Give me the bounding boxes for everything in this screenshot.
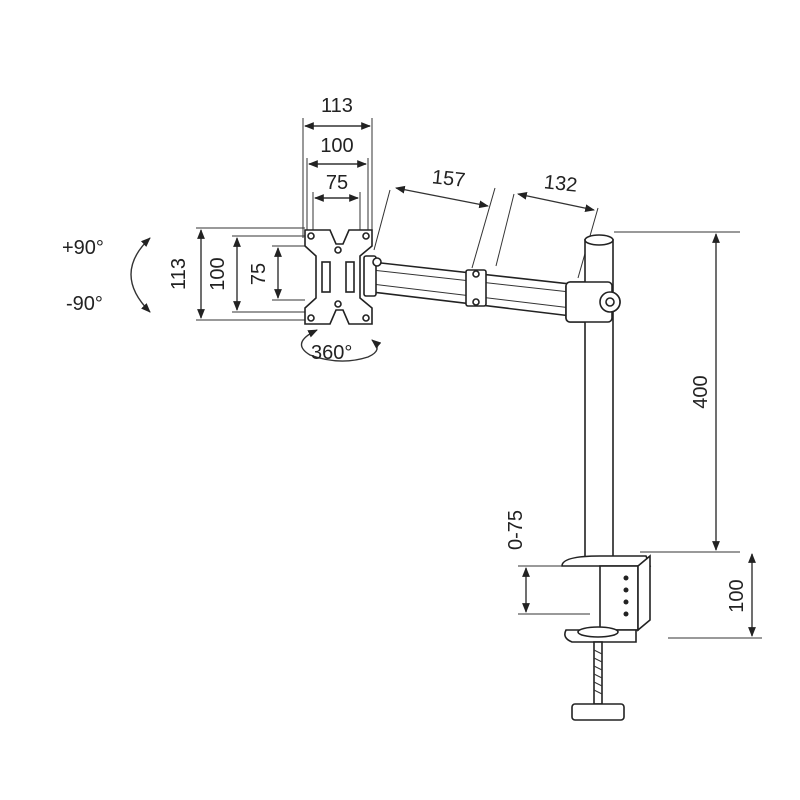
label-pole-400: 400 bbox=[690, 375, 712, 408]
label-width-100: 100 bbox=[320, 135, 353, 157]
clamp-screw bbox=[593, 641, 603, 705]
rotation-ellipse-arrow bbox=[300, 329, 382, 362]
desk-clamp bbox=[561, 554, 652, 721]
pole bbox=[565, 234, 621, 563]
label-height-75: 75 bbox=[248, 263, 270, 285]
label-rotation-360: 360° bbox=[311, 342, 352, 364]
dim-line-arm-132 bbox=[517, 191, 595, 213]
pole-height-dimension: 400 bbox=[614, 231, 740, 553]
label-arm-157: 157 bbox=[431, 166, 466, 191]
clamp-height-dimension: 100 bbox=[668, 553, 762, 639]
vesa-plate bbox=[304, 229, 373, 325]
clamp-range-dimension: 0-75 bbox=[505, 510, 590, 615]
label-height-100: 100 bbox=[207, 257, 229, 290]
label-clamp-0-75: 0-75 bbox=[505, 510, 527, 550]
clamp-knob bbox=[571, 703, 625, 721]
label-tilt-down: -90° bbox=[66, 293, 103, 315]
vesa-height-dimensions: 113 100 75 bbox=[168, 227, 305, 321]
clamp-body bbox=[599, 565, 639, 631]
dim-line-arm-157 bbox=[395, 185, 489, 209]
label-height-113: 113 bbox=[168, 258, 190, 290]
tilt-arc-arrow bbox=[130, 237, 151, 313]
arm-joint bbox=[465, 269, 487, 307]
rotation-indicator: 360° bbox=[300, 329, 382, 364]
vesa-width-dimensions: 113 100 75 bbox=[302, 95, 373, 238]
label-tilt-up: +90° bbox=[62, 237, 104, 259]
label-arm-132: 132 bbox=[543, 171, 578, 196]
tilt-indicator: +90° -90° bbox=[62, 237, 151, 315]
label-width-75: 75 bbox=[326, 172, 348, 194]
label-width-113: 113 bbox=[321, 95, 353, 117]
label-clamp-100: 100 bbox=[726, 579, 748, 612]
